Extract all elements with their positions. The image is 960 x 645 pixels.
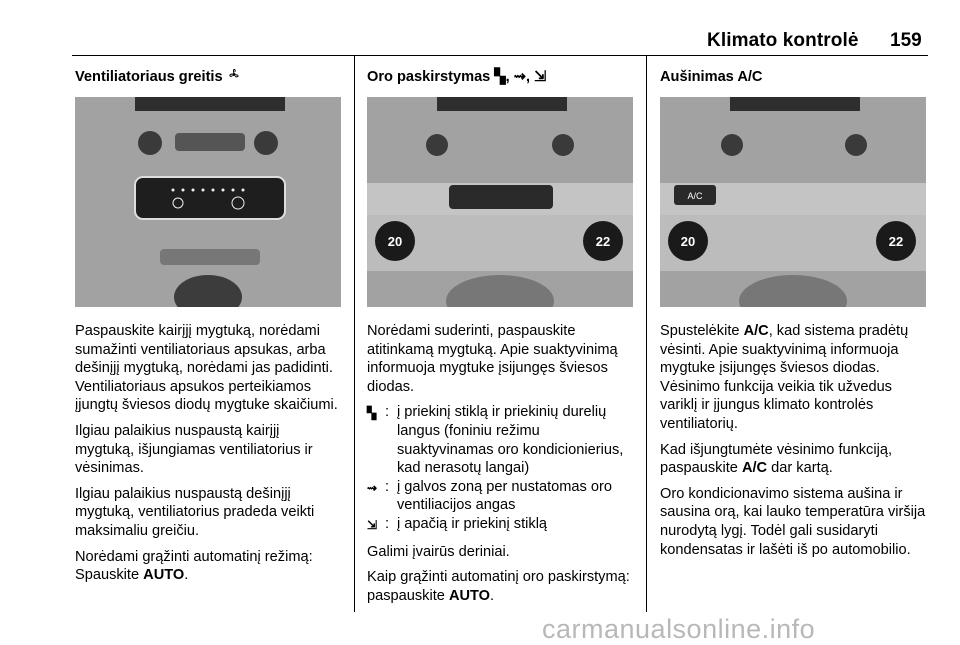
temp-left-label: 20	[681, 234, 695, 249]
ac-para-2: Kad išjungtumėte vėsinimo funkciją, pasp…	[660, 441, 892, 477]
air-distribution-illustration: 20 22	[367, 97, 633, 307]
column-divider-1	[354, 56, 355, 612]
ac-para-3: Oro kondicionavimo sistema aušina ir sau…	[660, 485, 926, 558]
fan-para-3: Ilgiau palaikius nuspaustą dešinįjį mygt…	[75, 485, 315, 539]
fan-para-2: Ilgiau palaikius nuspaustą kairįjį mygtu…	[75, 422, 313, 477]
ac-button-label: A/C	[687, 191, 703, 201]
fan-para-4: Norėdami grąžinti automatinį režimą: Spa…	[75, 548, 313, 584]
windscreen-air-icon: ▚	[367, 406, 377, 421]
auto-label: AUTO	[143, 567, 185, 584]
windscreen-air-icon: ▚	[494, 69, 506, 85]
temp-right-label: 22	[889, 234, 903, 249]
air-combinations: Galimi įvairūs deriniai.	[367, 543, 510, 560]
column-air-distribution: Oro paskirstymas ▚, ⇝, ⇲ 20 22 Norėdami …	[367, 68, 635, 612]
air-auto-para: Kaip grąžinti automatinį oro paskirstymą…	[367, 569, 630, 604]
temp-left-label: 20	[388, 234, 402, 249]
temp-right-label: 22	[596, 234, 610, 249]
face-air-icon: ⇝	[513, 69, 526, 85]
column-ac-cooling: Aušinimas A/C A/C 20 22 Spustelėkite A/C…	[660, 68, 928, 566]
ac-control-illustration: A/C 20 22	[660, 97, 926, 307]
watermark: carmanualsonline.info	[542, 614, 816, 644]
section-title: Klimato kontrolė	[707, 30, 859, 51]
list-item: ▚ : į priekinį stiklą ir priekinių durel…	[367, 404, 624, 477]
ac-heading: Aušinimas A/C	[660, 69, 763, 85]
fan-para-1: Paspauskite kairįjį mygtuką, norėdami su…	[75, 323, 338, 414]
air-distribution-heading: Oro paskirstymas ▚, ⇝, ⇲	[367, 69, 547, 85]
footwell-air-icon: ⇲	[534, 69, 547, 85]
ac-label: A/C	[741, 460, 768, 477]
column-fan-speed: Ventiliatoriaus greitis Paspauskite kair…	[75, 68, 341, 592]
header-rule	[72, 55, 928, 56]
fan-speed-heading: Ventiliatoriaus greitis	[75, 68, 341, 87]
ac-para-1: Spustelėkite A/C, kad sistema pradėtų vė…	[660, 323, 909, 432]
footwell-air-icon: ⇲	[367, 517, 378, 532]
face-air-icon: ⇝	[367, 480, 378, 495]
page-number: 159	[890, 30, 922, 51]
list-item: ⇝ : į galvos zoną per nustatomas oro ven…	[367, 478, 612, 514]
auto-label: AUTO	[448, 587, 491, 604]
air-intro: Norėdami suderinti, paspauskite atitinka…	[367, 323, 618, 395]
fan-control-illustration	[75, 97, 341, 307]
ac-label: A/C	[743, 323, 769, 339]
column-divider-2	[646, 56, 647, 612]
fan-icon	[227, 69, 241, 85]
list-item: ⇲ : į apačią ir priekinį stiklą	[367, 515, 635, 535]
